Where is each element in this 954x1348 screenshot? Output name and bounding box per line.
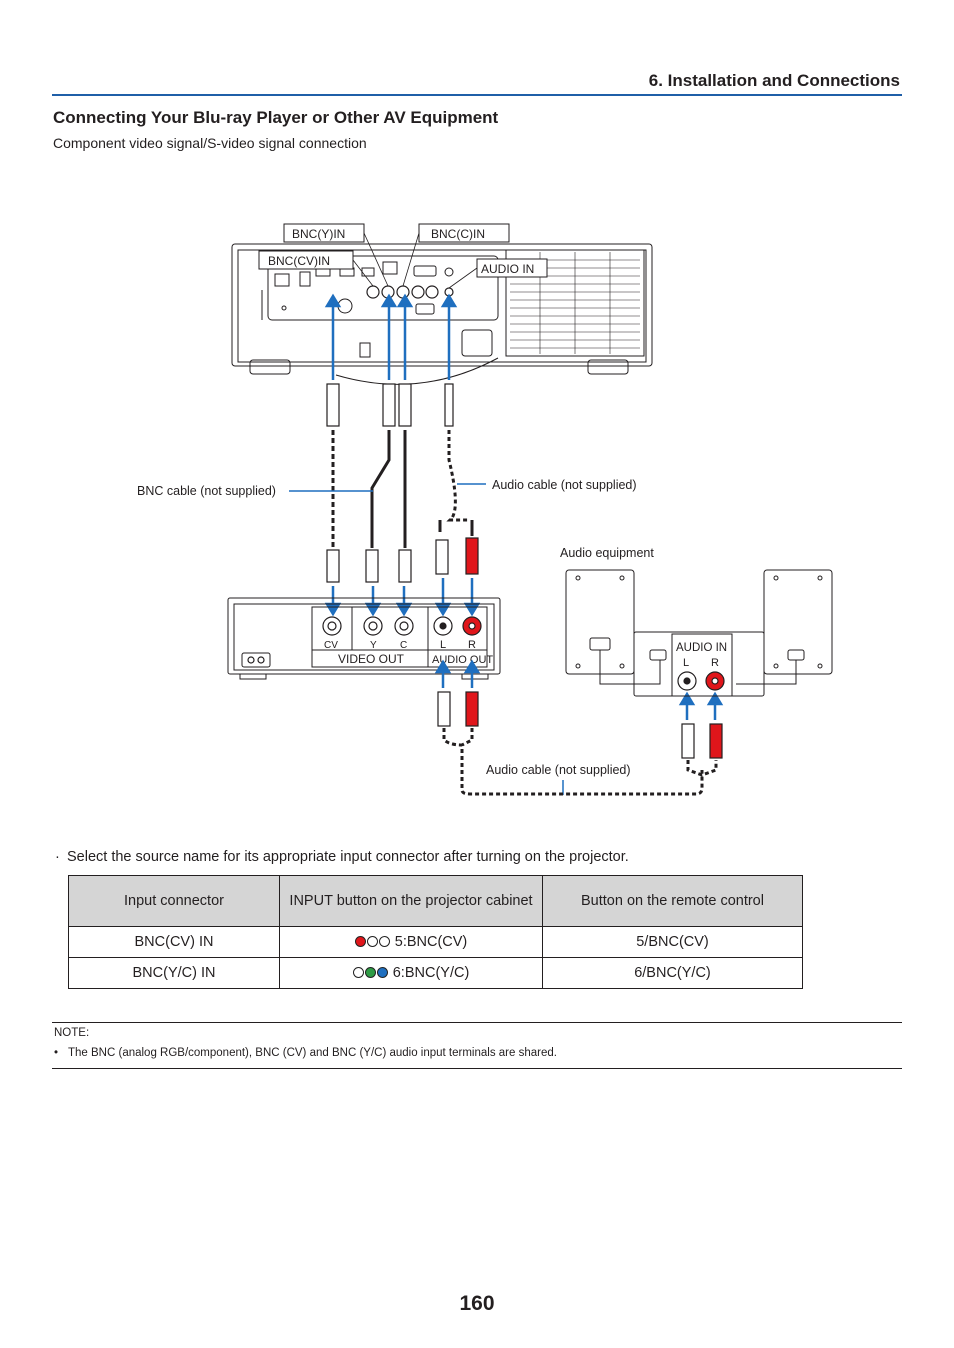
player-label-l: L: [440, 639, 446, 651]
label-bnc-c-in: BNC(C)IN: [431, 227, 485, 241]
player-label-video-out: VIDEO OUT: [338, 652, 405, 666]
projector-bnc-row: [366, 285, 454, 299]
cell-input-button-text: 5:BNC(CV): [394, 934, 468, 950]
projector-vent: [510, 252, 640, 354]
section-subtitle: Component video signal/S-video signal co…: [53, 135, 367, 151]
instruction-text: Select the source name for its appropria…: [67, 849, 629, 865]
blue-arrows-player: [324, 578, 481, 617]
magnifier-arc: [335, 357, 499, 385]
blue-arrows-top: [324, 293, 458, 380]
cell-connector: BNC(CV) IN: [68, 926, 280, 958]
cell-input-button: 5:BNC(CV): [279, 926, 543, 958]
note-label: NOTE:: [54, 1027, 90, 1039]
chapter-title: 6. Installation and Connections: [648, 71, 900, 90]
bottom-audio-cable-wire: [442, 728, 718, 796]
cell-input-button: 6:BNC(Y/C): [279, 957, 543, 989]
header-remote-button: Button on the remote control: [542, 875, 803, 927]
source-button-icon: [354, 934, 391, 950]
speaker-label-l: L: [683, 657, 689, 669]
source-button-icon: [352, 965, 389, 981]
projector-plugs: [326, 383, 454, 427]
speaker-jacks: [677, 671, 725, 691]
projector-label-boxes: [258, 223, 548, 278]
note-bullet: •: [54, 1047, 59, 1059]
label-audio-in: AUDIO IN: [481, 262, 534, 276]
callout-audio-cable-bottom: Audio cable (not supplied): [486, 763, 631, 777]
player-label-cv: CV: [324, 640, 338, 651]
cell-input-button-text: 6:BNC(Y/C): [392, 965, 470, 981]
bnc-cables: [331, 430, 474, 548]
table-header-row: Input connector INPUT button on the proj…: [68, 875, 803, 927]
player-jacks: [247, 616, 482, 664]
connection-diagram: BNC(Y)IN BNC(C)IN BNC(CV)IN AUDIO IN: [137, 223, 833, 796]
table-row: BNC(CV) IN 5:BNC(CV) 5/BNC(CV): [68, 926, 803, 958]
note-box: NOTE: • The BNC (analog RGB/component), B…: [52, 1022, 902, 1069]
bottom-audio-cable: [437, 691, 723, 759]
source-table: Input connector INPUT button on the proj…: [68, 875, 803, 989]
chapter-header: 6. Installation and Connections: [52, 70, 902, 96]
cell-remote-button: 6/BNC(Y/C): [542, 957, 803, 989]
bullet-dot: ·: [55, 849, 60, 865]
instruction-bullet: · Select the source name for its appropri…: [55, 849, 629, 865]
player-plugs: [326, 537, 479, 583]
label-bnc-y-in: BNC(Y)IN: [292, 227, 345, 241]
speaker-label-audio-in: AUDIO IN: [676, 642, 727, 654]
page-number: 160: [459, 1292, 495, 1315]
player-label-c: C: [400, 640, 407, 651]
speakers: [565, 569, 833, 697]
blue-arrows-bottom: [434, 659, 724, 720]
speaker-label-r: R: [711, 657, 719, 669]
label-bnc-cv-in: BNC(CV)IN: [268, 254, 330, 268]
cell-remote-button: 5/BNC(CV): [542, 926, 803, 958]
table-row: BNC(Y/C) IN 6:BNC(Y/C) 6/BNC(Y/C): [68, 957, 803, 989]
projector-illustration: [231, 243, 653, 375]
label-leaders: [352, 232, 478, 289]
player-label-y: Y: [370, 640, 377, 651]
callout-audio-cable-top: Audio cable (not supplied): [492, 478, 637, 492]
note-item: • The BNC (analog RGB/component), BNC (CV…: [54, 1047, 557, 1059]
callout-bnc-cable: BNC cable (not supplied): [137, 484, 276, 498]
header-input-connector: Input connector: [68, 875, 280, 927]
cell-connector: BNC(Y/C) IN: [68, 957, 280, 989]
player-label-r: R: [468, 639, 476, 651]
player-label-audio-out: AUDIO OUT: [432, 654, 493, 666]
callout-audio-equipment: Audio equipment: [560, 546, 654, 560]
note-text: The BNC (analog RGB/component), BNC (CV)…: [68, 1047, 557, 1059]
section-title: Connecting Your Blu-ray Player or Other …: [53, 108, 499, 127]
av-player: [227, 597, 501, 680]
projector-ports: [274, 261, 454, 358]
header-input-button: INPUT button on the projector cabinet: [279, 875, 543, 927]
